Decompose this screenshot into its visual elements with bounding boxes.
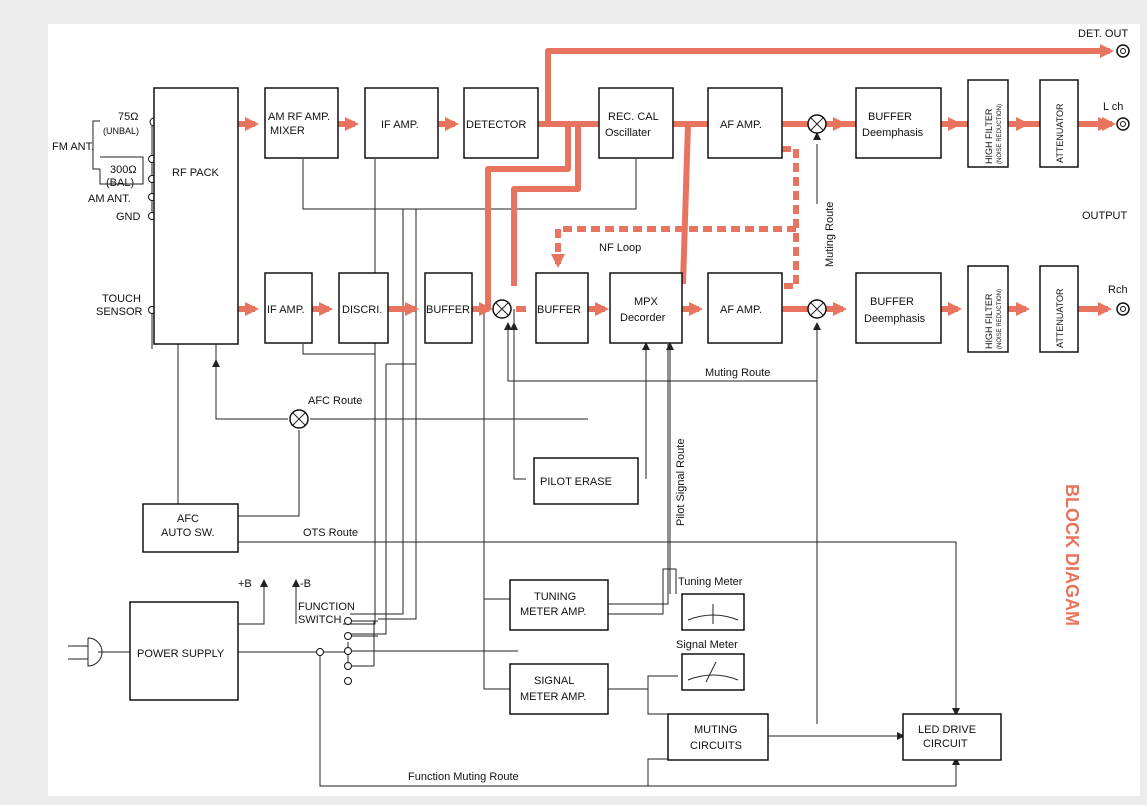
- discri-label: DISCRI.: [342, 304, 382, 316]
- signal-meter-amp-block: SIGNAL METER AMP.: [509, 663, 609, 715]
- mixer-node-main: [492, 299, 512, 319]
- tuning-meter-amp-label: METER AMP.: [520, 606, 586, 618]
- signal-meter-icon: [681, 653, 745, 691]
- mixer-node-r: [807, 299, 827, 319]
- signal-label: SIGNAL: [534, 675, 574, 687]
- gnd-label: GND: [116, 211, 141, 223]
- detector-block: DETECTOR: [463, 87, 539, 159]
- decorder-label: Decorder: [620, 312, 666, 324]
- attenuator-r-label: ATTENUATOR: [1055, 288, 1065, 348]
- buffer-l-label: BUFFER: [868, 111, 912, 123]
- buffer-1-block: BUFFER: [424, 272, 473, 344]
- signal-meter-amp-label: METER AMP.: [520, 691, 586, 703]
- buffer-r-label: BUFFER: [870, 296, 914, 308]
- if-amp-top-label: IF AMP.: [381, 119, 419, 131]
- pilot-signal-route-label: Pilot Signal Route: [675, 439, 687, 526]
- led-drive-circuit-block: LED DRIVE CIRCUIT: [902, 713, 1002, 761]
- af-amp-bottom-block: AF AMP.: [707, 272, 783, 344]
- mixer-label: MIXER: [270, 125, 305, 137]
- high-filter-l-block: HIGH FILTER (NOISE REDUCTION): [967, 79, 1009, 168]
- am-rf-amp-mixer-block: AM RF AMP. MIXER: [264, 87, 339, 159]
- buffer-1-label: BUFFER: [426, 304, 470, 316]
- high-filter-r-label: HIGH FILTER: [984, 293, 994, 349]
- ohm300-label: 300Ω: [110, 164, 137, 176]
- buffer-deemphasis-r-block: BUFFER Deemphasis: [855, 272, 942, 344]
- pilot-erase-block: PILOT ERASE: [533, 457, 639, 505]
- power-supply-block: POWER SUPPLY: [129, 601, 239, 701]
- tuning-meter-icon: [681, 593, 745, 631]
- noise-reduction-l-label: (NOISE REDUCTION): [997, 104, 1003, 164]
- nf-loop-label: NF Loop: [599, 242, 641, 254]
- function-muting-route-label: Function Muting Route: [408, 771, 519, 783]
- switch-label: SWITCH: [298, 614, 341, 626]
- r-ch-label: Rch: [1108, 284, 1128, 296]
- high-filter-r-block: HIGH FILTER (NOISE REDUCTION): [967, 265, 1009, 353]
- auto-sw-label: AUTO SW.: [161, 527, 215, 539]
- mpx-label: MPX: [634, 296, 659, 308]
- mixer-node-afc: [289, 409, 309, 429]
- oscillater-label: Oscillater: [605, 127, 651, 139]
- minus-b-label: -B: [300, 578, 311, 590]
- signal-meter-label: Signal Meter: [676, 639, 738, 651]
- detector-label: DETECTOR: [466, 119, 526, 131]
- pilot-erase-label: PILOT ERASE: [540, 476, 612, 488]
- l-ch-label: L ch: [1103, 101, 1123, 113]
- discri-block: DISCRI.: [338, 272, 389, 344]
- unbal-label: (UNBAL): [103, 126, 139, 136]
- af-amp-bottom-label: AF AMP.: [720, 304, 762, 316]
- if-amp-top-block: IF AMP.: [364, 87, 439, 159]
- attenuator-r-block: ATTENUATOR: [1039, 265, 1079, 353]
- tuning-meter-label: Tuning Meter: [678, 576, 743, 588]
- led-drive-label: LED DRIVE: [918, 724, 976, 736]
- rec-cal-label: REC. CAL: [608, 111, 659, 123]
- afc-label: AFC: [177, 513, 199, 525]
- buffer-2-label: BUFFER: [537, 304, 581, 316]
- mixer-nodes: [289, 114, 827, 429]
- muting-route-vertical-label: Muting Route: [824, 202, 836, 267]
- af-amp-top-block: AF AMP.: [707, 87, 783, 159]
- ohm75-label: 75Ω: [118, 111, 138, 123]
- output-label: OUTPUT: [1082, 210, 1128, 222]
- high-filter-l-label: HIGH FILTER: [984, 108, 994, 164]
- deemphasis-l-label: Deemphasis: [862, 127, 924, 139]
- rec-cal-oscillator-block: REC. CAL Oscillater: [598, 87, 674, 159]
- muting-circuits-block: MUTING CIRCUITS: [667, 713, 769, 761]
- rf-pack-label: RF PACK: [172, 167, 220, 179]
- function-label: FUNCTION: [298, 601, 355, 613]
- am-ant-label: AM ANT.: [88, 193, 131, 205]
- block-diagram-page: RF PACK AM RF AMP. MIXER IF AMP. DETECTO…: [48, 24, 1140, 796]
- muting-label: MUTING: [694, 724, 737, 736]
- muting-route-horizontal-label: Muting Route: [705, 367, 770, 379]
- ots-route-label: OTS Route: [303, 527, 358, 539]
- mpx-decorder-block: MPX Decorder: [609, 272, 683, 344]
- af-amp-top-label: AF AMP.: [720, 119, 762, 131]
- afc-route-label: AFC Route: [308, 395, 362, 407]
- bal-label: (BAL): [106, 177, 134, 189]
- if-amp-bottom-block: IF AMP.: [264, 272, 313, 344]
- attenuator-l-label: ATTENUATOR: [1055, 103, 1065, 163]
- mixer-node-l: [807, 114, 827, 134]
- deemphasis-r-label: Deemphasis: [864, 313, 926, 325]
- diagram-title: BLOCK DIAGAM: [1062, 484, 1082, 626]
- fm-ant-label: FM ANT.: [52, 141, 94, 153]
- touch-label: TOUCH: [102, 293, 141, 305]
- am-rf-amp-label: AM RF AMP.: [268, 111, 330, 123]
- buffer-deemphasis-l-block: BUFFER Deemphasis: [855, 87, 942, 159]
- labels: FM ANT. 75Ω (UNBAL) 300Ω (BAL) AM ANT. G…: [52, 28, 1128, 783]
- rf-pack-block: RF PACK: [153, 87, 239, 345]
- block-diagram: RF PACK AM RF AMP. MIXER IF AMP. DETECTO…: [52, 28, 1130, 787]
- tuning-label: TUNING: [534, 591, 576, 603]
- tuning-meter-amp-block: TUNING METER AMP.: [509, 579, 609, 631]
- afc-auto-sw-block: AFC AUTO SW.: [142, 503, 239, 553]
- buffer-2-block: BUFFER: [535, 272, 589, 344]
- sensor-label: SENSOR: [96, 306, 143, 318]
- power-supply-label: POWER SUPPLY: [137, 648, 225, 660]
- det-out-label: DET. OUT: [1078, 28, 1128, 40]
- circuit-label: CIRCUIT: [923, 738, 968, 750]
- noise-reduction-r-label: (NOISE REDUCTION): [997, 289, 1003, 349]
- if-amp-bottom-label: IF AMP.: [267, 304, 305, 316]
- plus-b-label: +B: [238, 578, 252, 590]
- attenuator-l-block: ATTENUATOR: [1039, 79, 1079, 168]
- circuits-label: CIRCUITS: [690, 740, 742, 752]
